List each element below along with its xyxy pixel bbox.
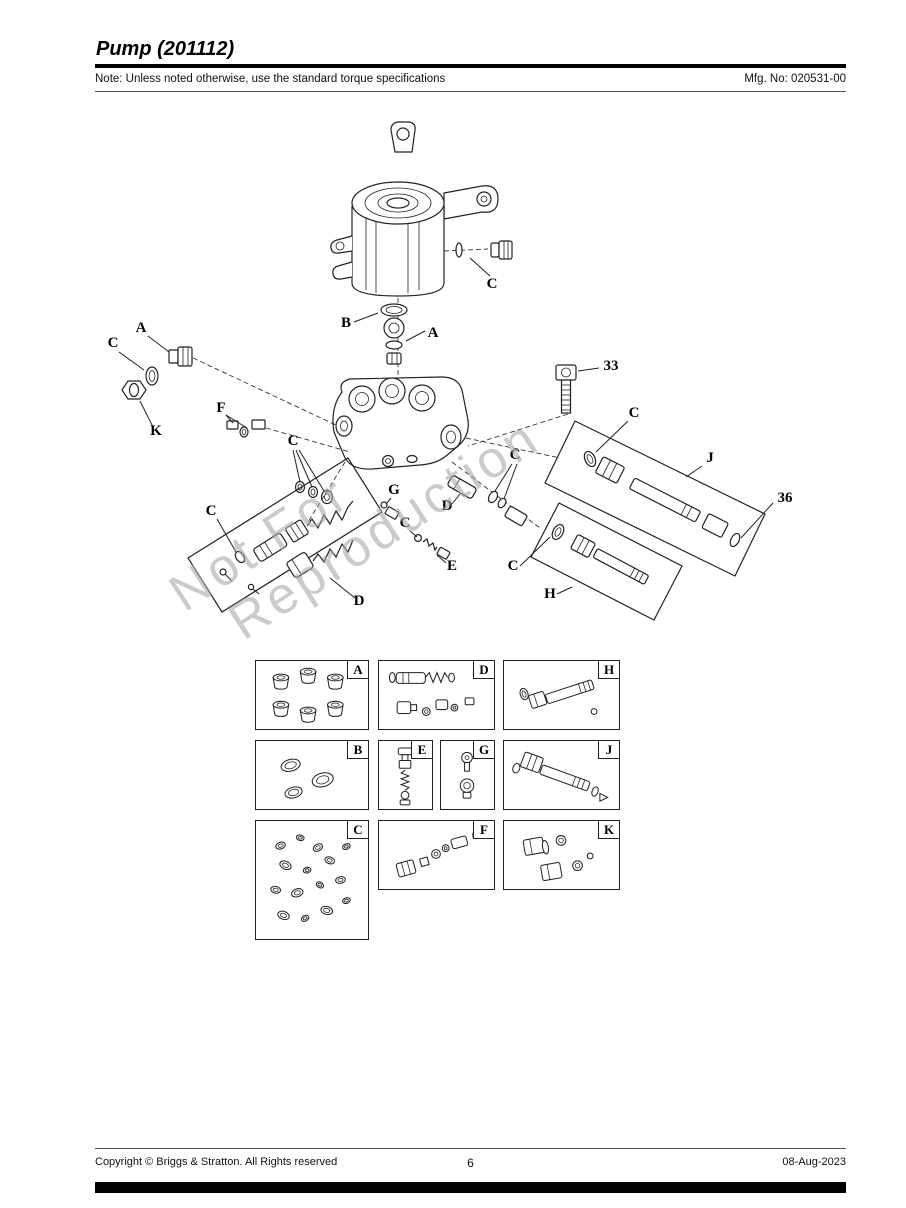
oring-trio-c [294, 480, 334, 505]
footer-copyright: Copyright © Briggs & Stratton. All Right… [95, 1156, 338, 1168]
detail-box-a: A [255, 660, 369, 730]
tube-assembly-h-box [530, 502, 683, 621]
detail-box-c: C [255, 820, 369, 940]
bolt-33 [555, 364, 577, 414]
callout-36: 36 [778, 490, 794, 506]
detail-box-a-drawing [272, 667, 344, 723]
detail-box-j-drawing [512, 751, 609, 803]
fitting-f-group [226, 419, 266, 438]
callout-labels: C B A A C K F C 33 C J 36 C G D C C E C … [108, 276, 793, 609]
callout-d-unloader: D [354, 593, 365, 609]
detail-box-h: H [503, 660, 620, 730]
detail-box-d: D [378, 660, 495, 730]
callout-c-sideplug: C [487, 276, 498, 292]
callout-f: F [216, 400, 225, 416]
detail-box-c-drawing [270, 834, 351, 922]
valve-stack [380, 298, 408, 380]
detail-box-d-label: D [473, 661, 494, 679]
header-note-row: Note: Unless noted otherwise, use the st… [95, 73, 846, 85]
footer-date: 08-Aug-2023 [782, 1156, 846, 1168]
detail-box-g: G [440, 740, 495, 810]
callout-c-trio: C [288, 433, 299, 449]
footer-rule [95, 1148, 846, 1149]
pump-housing [330, 121, 499, 297]
page-title: Pump (201112) [96, 38, 235, 60]
callout-a-stack: A [428, 325, 439, 341]
unloader-assembly-box [187, 457, 383, 613]
detail-box-g-drawing [459, 751, 475, 799]
callout-c-h-oring: C [508, 558, 519, 574]
footer-bar [95, 1182, 846, 1193]
callout-d-checkvalve: D [442, 498, 453, 514]
detail-box-g-label: G [473, 741, 494, 759]
header-thin-rule [95, 91, 846, 92]
mfg-number: Mfg. No: 020531-00 [744, 73, 846, 85]
g-small-parts [380, 501, 400, 520]
callout-a-left: A [136, 320, 147, 336]
callout-j: J [706, 450, 714, 466]
callout-leader-lines [118, 257, 774, 599]
torque-note: Note: Unless noted otherwise, use the st… [95, 73, 446, 85]
callout-c-left: C [108, 335, 119, 351]
manifold [332, 376, 469, 470]
e-small-parts [414, 533, 451, 560]
detail-box-e-label: E [411, 741, 432, 759]
footer-page-number: 6 [467, 1156, 474, 1170]
detail-box-k-drawing [522, 835, 594, 882]
detail-box-h-label: H [598, 661, 619, 679]
callout-c-e-parts: C [400, 515, 411, 531]
tube-assembly-j-box [544, 420, 766, 577]
detail-box-f-drawing [395, 832, 481, 878]
detail-box-e: E [378, 740, 433, 810]
detail-box-k: K [503, 820, 620, 890]
callout-c-unloader-oring: C [206, 503, 217, 519]
detail-box-f: F [378, 820, 495, 890]
check-valve-d [447, 475, 528, 527]
detail-box-c-label: C [347, 821, 368, 839]
detail-box-j-label: J [598, 741, 619, 759]
callout-k: K [150, 423, 162, 439]
detail-box-k-label: K [598, 821, 619, 839]
detail-box-e-drawing [397, 747, 413, 806]
callout-g: G [388, 482, 400, 498]
detail-box-b: B [255, 740, 369, 810]
side-plug-c [443, 240, 513, 260]
detail-box-f-label: F [473, 821, 494, 839]
callout-b: B [341, 315, 351, 331]
callout-c-j-oring: C [629, 405, 640, 421]
callout-c-valve-orings: C [510, 447, 521, 463]
detail-box-h-drawing [519, 679, 598, 715]
callout-e: E [447, 558, 457, 574]
callout-33: 33 [604, 358, 619, 374]
header-rule [95, 64, 846, 68]
detail-box-a-label: A [347, 661, 368, 679]
detail-box-b-label: B [347, 741, 368, 759]
detail-box-d-drawing [388, 671, 475, 716]
left-fitting-group [121, 346, 193, 400]
detail-box-j: J [503, 740, 620, 810]
callout-h: H [544, 586, 556, 602]
detail-box-b-drawing [280, 758, 334, 799]
